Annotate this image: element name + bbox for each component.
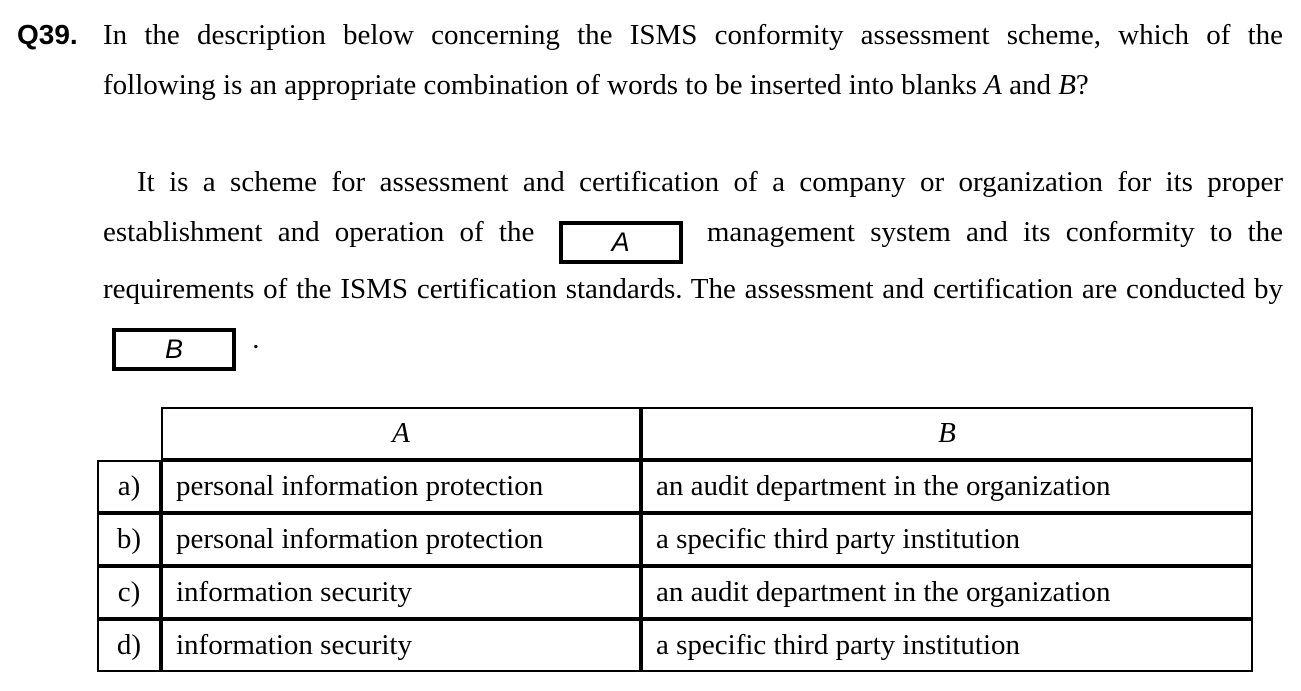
passage: It is a scheme for assessment and certif…: [103, 157, 1283, 371]
blank-a-box: A: [558, 221, 683, 264]
option-row-a: a) personal information protection an au…: [97, 460, 1253, 513]
blank-b-box: B: [112, 328, 236, 371]
option-col-b: an audit department in the organization: [641, 460, 1253, 513]
question-text: In the description below concerning the …: [103, 10, 1283, 110]
options-table: A B a) personal information protection a…: [97, 407, 1253, 672]
option-label: c): [97, 566, 161, 619]
option-label: b): [97, 513, 161, 566]
option-row-d: d) information security a specific third…: [97, 619, 1253, 672]
option-col-b: a specific third party institution: [641, 513, 1253, 566]
question-block: Q39. In the description below concerning…: [17, 10, 1283, 110]
option-col-a: information security: [161, 619, 641, 672]
option-label: d): [97, 619, 161, 672]
blank-a-reference: A: [984, 69, 1002, 101]
table-header-row: A B: [97, 407, 1253, 460]
table-header-a: A: [161, 407, 641, 460]
question-body: In the description below concerning the …: [103, 19, 1283, 101]
table-header-b: B: [641, 407, 1253, 460]
option-label: a): [97, 460, 161, 513]
option-col-b: a specific third party institution: [641, 619, 1253, 672]
passage-part1: It is a scheme for assessment and certif…: [103, 166, 1283, 248]
question-terminator: ?: [1075, 69, 1089, 101]
option-row-b: b) personal information protection a spe…: [97, 513, 1253, 566]
option-col-a: personal information protection: [161, 513, 641, 566]
option-row-c: c) information security an audit departm…: [97, 566, 1253, 619]
option-col-b: an audit department in the organization: [641, 566, 1253, 619]
option-col-a: personal information protection: [161, 460, 641, 513]
option-col-a: information security: [161, 566, 641, 619]
passage-part2: management system and its conformity to …: [103, 216, 1284, 305]
question-conjunction: and: [1009, 69, 1051, 101]
table-corner-spacer: [97, 407, 161, 460]
passage-part3: .: [252, 323, 260, 355]
blank-b-reference: B: [1058, 69, 1076, 101]
question-number: Q39.: [17, 19, 78, 50]
